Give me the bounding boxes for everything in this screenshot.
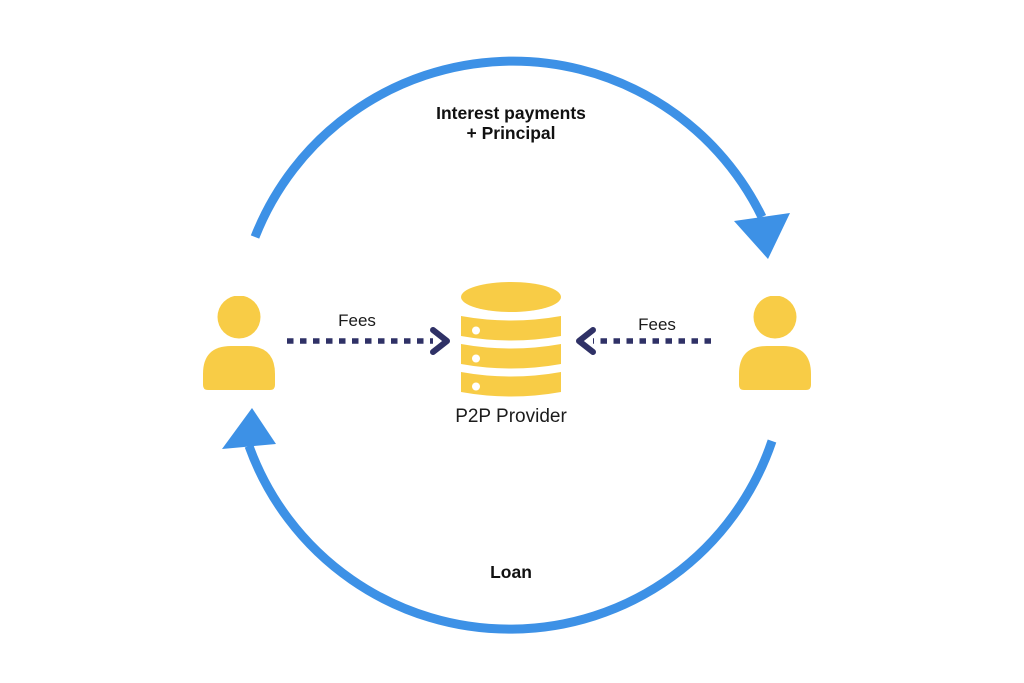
database-band-dot: [472, 326, 480, 335]
bottom-cycle-arrow-arc: [244, 439, 777, 634]
person-icon: [203, 296, 275, 390]
right-fees-arrowhead-icon: [576, 327, 596, 355]
person-head: [753, 296, 797, 339]
right-fees-label: Fees: [638, 315, 676, 334]
database-band-dot: [472, 382, 480, 391]
top-cycle-arrowhead-icon: [734, 213, 790, 259]
person-icon: [739, 296, 811, 390]
top-cycle-arrow-arc: [250, 56, 767, 239]
database-icon: [461, 282, 561, 397]
person-body: [203, 346, 275, 390]
bottom-cycle-arrowhead-icon: [222, 408, 276, 449]
top-flow-label-line2: + Principal: [466, 123, 556, 143]
person-head: [217, 296, 261, 339]
database-band: [461, 316, 561, 341]
database-top: [461, 282, 561, 312]
person-body: [739, 346, 811, 390]
provider-label: P2P Provider: [455, 406, 567, 427]
left-fees-label: Fees: [338, 311, 376, 330]
top-flow-label: Interest payments + Principal: [436, 103, 586, 143]
bottom-flow-label: Loan: [490, 562, 532, 582]
database-band: [461, 372, 561, 397]
database-band: [461, 344, 561, 369]
left-fees-arrowhead-icon: [430, 327, 450, 355]
database-band-dot: [472, 354, 480, 363]
top-flow-label-line1: Interest payments: [436, 103, 586, 123]
